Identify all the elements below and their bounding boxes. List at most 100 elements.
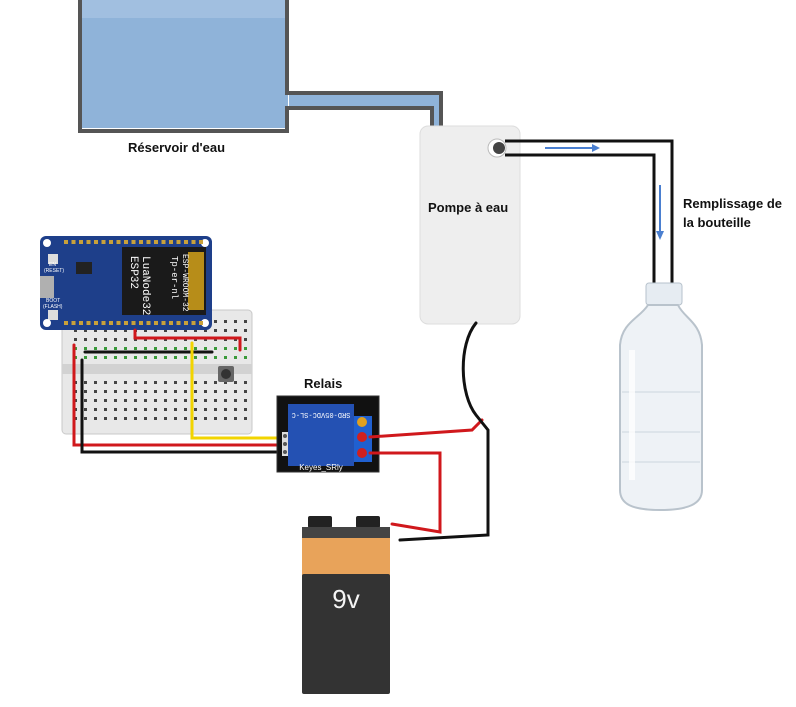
breadboard-hole: [234, 347, 237, 350]
breadboard-hole: [154, 356, 157, 359]
breadboard-hole: [204, 417, 207, 420]
breadboard-hole: [204, 381, 207, 384]
header-pin: [169, 240, 173, 244]
header-pin: [101, 240, 106, 244]
breadboard-hole: [164, 381, 167, 384]
battery-top-band: [302, 538, 390, 576]
breadboard-hole: [124, 408, 127, 411]
breadboard-hole: [164, 417, 167, 420]
header-pin: [176, 240, 181, 244]
wire-yellow-signal: [190, 341, 284, 440]
breadboard-hole: [84, 381, 87, 384]
breadboard-hole: [174, 381, 177, 384]
flow-arrow-down-head: [656, 231, 664, 240]
breadboard-hole: [214, 408, 217, 411]
breadboard-hole: [234, 329, 237, 332]
breadboard-hole: [214, 390, 217, 393]
breadboard-hole: [134, 381, 137, 384]
breadboard-hole: [244, 356, 247, 359]
breadboard-hole: [134, 390, 137, 393]
breadboard-hole: [114, 417, 117, 420]
breadboard-hole: [224, 390, 227, 393]
breadboard-hole: [244, 320, 247, 323]
fill-tube: [505, 139, 674, 292]
reservoir-water: [82, 0, 288, 128]
breadboard-hole: [214, 356, 217, 359]
breadboard-hole: [234, 320, 237, 323]
breadboard-hole: [214, 347, 217, 350]
breadboard-hole: [94, 329, 97, 332]
breadboard-hole: [234, 390, 237, 393]
breadboard-hole: [164, 356, 167, 359]
breadboard-hole: [184, 356, 187, 359]
breadboard-hole: [224, 329, 227, 332]
breadboard-hole: [164, 399, 167, 402]
breadboard-hole: [84, 408, 87, 411]
breadboard-hole: [104, 329, 107, 332]
breadboard-hole: [124, 338, 127, 341]
wire-black-pump-cable: [398, 321, 490, 542]
water-pump: [419, 125, 521, 325]
breadboard-hole: [144, 408, 147, 411]
flash-button: [48, 310, 58, 320]
outlet-pipe-water-down: [434, 95, 439, 140]
breadboard-hole: [104, 356, 107, 359]
breadboard-hole: [124, 356, 127, 359]
breadboard-hole: [124, 399, 127, 402]
breadboard-hole: [144, 356, 147, 359]
breadboard-hole: [124, 390, 127, 393]
breadboard-hole: [204, 399, 207, 402]
flash-label-line1: BOOT: [46, 298, 60, 304]
breadboard-hole: [244, 347, 247, 350]
water-bottle: [619, 282, 703, 512]
pump-label: Pompe à eau: [428, 200, 508, 215]
breadboard-hole: [234, 399, 237, 402]
header-pin: [71, 321, 76, 325]
breadboard-hole: [144, 347, 147, 350]
esp32-board: LuaNode32 ESP32 ESP-WROOM-32 Tp-er-nl EN…: [40, 236, 212, 330]
header-pin: [154, 321, 158, 325]
breadboard-hole: [114, 408, 117, 411]
breadboard-hole: [164, 347, 167, 350]
board-chip: [76, 262, 92, 274]
breadboard-wires: [72, 328, 284, 454]
battery-voltage-label: 9v: [332, 584, 359, 614]
breadboard-hole: [194, 399, 197, 402]
relay-module: SRD-05VDC-SL-C Keyes_SRly: [276, 395, 380, 473]
header-pin: [64, 240, 68, 244]
header-pin: [94, 240, 98, 244]
breadboard-hole: [194, 381, 197, 384]
header-pin: [94, 321, 98, 325]
breadboard-hole: [134, 417, 137, 420]
reservoir-wall-right: [285, 0, 443, 140]
breadboard-hole: [244, 399, 247, 402]
breadboard-hole: [154, 417, 157, 420]
breadboard-hole: [114, 347, 117, 350]
breadboard-hole: [134, 408, 137, 411]
breadboard-hole: [204, 347, 207, 350]
breadboard-hole: [184, 408, 187, 411]
breadboard-hole: [154, 399, 157, 402]
breadboard-hole: [194, 347, 197, 350]
breadboard-hole: [134, 399, 137, 402]
header-pin: [199, 321, 203, 325]
pump-outlet-core: [493, 142, 505, 154]
header-pin: [86, 321, 91, 325]
header-pin: [184, 321, 188, 325]
breadboard-hole: [174, 329, 177, 332]
breadboard-hole: [104, 338, 107, 341]
header-pin: [109, 321, 113, 325]
breadboard-hole: [84, 390, 87, 393]
breadboard-hole: [194, 356, 197, 359]
header-pin: [124, 321, 128, 325]
breadboard-hole: [224, 417, 227, 420]
water-reservoir: [78, 0, 443, 140]
header-pin: [191, 240, 196, 244]
bottle-body: [619, 304, 703, 512]
breadboard-hole: [144, 329, 147, 332]
flow-arrow-right-head: [592, 144, 600, 152]
breadboard-hole: [114, 399, 117, 402]
breadboard-hole: [174, 356, 177, 359]
breadboard-hole: [94, 399, 97, 402]
breadboard-hole: [244, 390, 247, 393]
